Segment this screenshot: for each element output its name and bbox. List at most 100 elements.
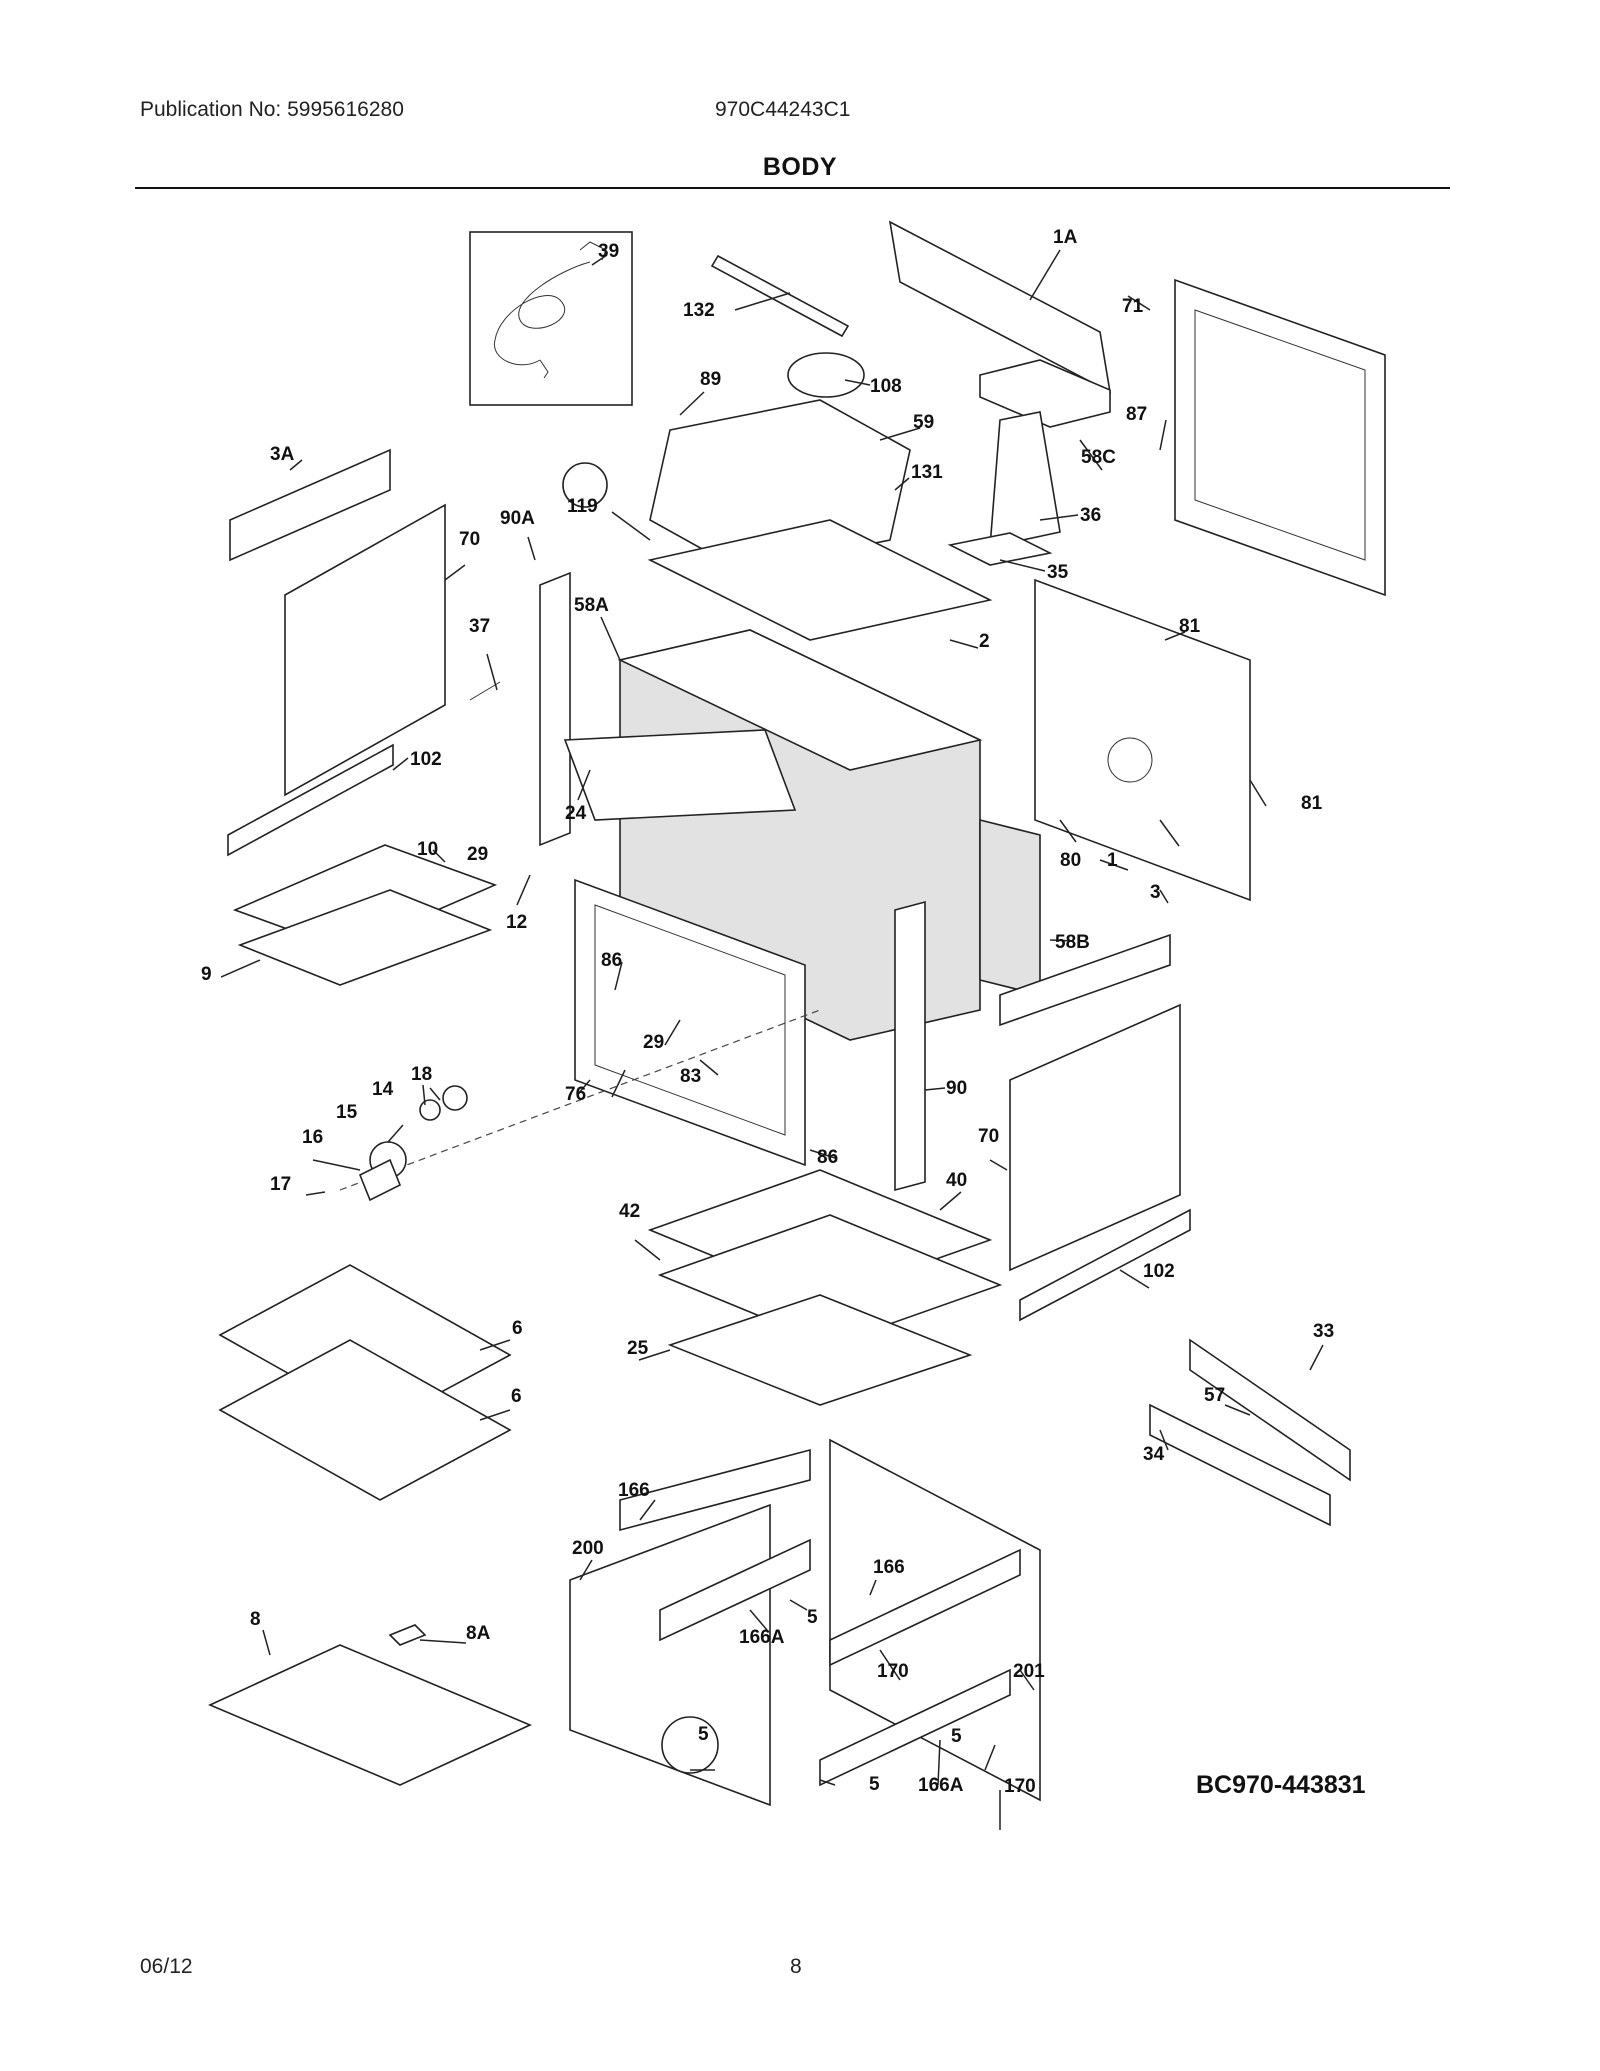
part-90-strip xyxy=(894,900,926,1192)
label-18: 18 xyxy=(411,1064,432,1085)
part-166A-rail xyxy=(659,1538,811,1642)
label-83: 83 xyxy=(680,1066,701,1087)
label-24: 24 xyxy=(565,803,587,824)
part-1-back-panel xyxy=(1034,578,1251,902)
label-81-upper: 81 xyxy=(1179,616,1201,637)
diagram-reference-code: BC970-443831 xyxy=(1196,1771,1366,1799)
label-170-lower: 170 xyxy=(1004,1776,1036,1797)
part-119-thermostat xyxy=(562,462,608,508)
label-1A: 1A xyxy=(1053,227,1078,248)
label-15: 15 xyxy=(336,1102,358,1123)
label-29-upper: 29 xyxy=(467,844,488,865)
page-title: BODY xyxy=(762,153,838,181)
part-33-bracket xyxy=(1189,1338,1351,1482)
footer-date: 06/12 xyxy=(140,1955,193,1978)
label-70-lower-right: 70 xyxy=(978,1126,999,1147)
footer-page-number: 8 xyxy=(790,1955,802,1978)
inset-box xyxy=(469,231,633,406)
label-166A-upper: 166A xyxy=(739,1627,785,1648)
part-6-rack-lower xyxy=(218,1339,512,1501)
label-80: 80 xyxy=(1060,850,1081,871)
label-2: 2 xyxy=(979,631,990,652)
part-3A-side-trim xyxy=(229,448,391,562)
part-34-strip xyxy=(1149,1403,1331,1527)
label-17: 17 xyxy=(270,1174,291,1195)
label-102-right: 102 xyxy=(1143,1261,1175,1282)
label-5-upper: 5 xyxy=(807,1607,818,1628)
power-cord-illustration xyxy=(494,241,607,366)
label-166-lower: 166 xyxy=(873,1557,905,1578)
label-200: 200 xyxy=(572,1538,604,1559)
label-8A: 8A xyxy=(466,1623,491,1644)
part-9-broiler-pan xyxy=(237,889,493,986)
label-37: 37 xyxy=(469,616,490,637)
label-25: 25 xyxy=(627,1338,649,1359)
label-102-left: 102 xyxy=(410,749,442,770)
label-42: 42 xyxy=(619,1201,640,1222)
part-16-lens xyxy=(358,1158,402,1202)
part-166-rail-upper xyxy=(619,1448,811,1532)
part-102-trim-right xyxy=(1019,1208,1191,1322)
label-9: 9 xyxy=(201,964,212,985)
part-71-back-panel xyxy=(1174,278,1386,597)
label-3: 3 xyxy=(1150,882,1161,903)
part-25-oven-bottom xyxy=(667,1294,973,1406)
label-58A: 58A xyxy=(574,595,609,616)
label-86-upper: 86 xyxy=(601,950,622,971)
label-90A: 90A xyxy=(500,508,535,529)
part-35-gasket xyxy=(947,532,1053,566)
label-40: 40 xyxy=(946,1170,967,1191)
label-34: 34 xyxy=(1143,1444,1165,1465)
label-12: 12 xyxy=(506,912,527,933)
label-71: 71 xyxy=(1122,296,1144,317)
label-14: 14 xyxy=(372,1079,394,1100)
label-36: 36 xyxy=(1080,505,1101,526)
part-18-socket xyxy=(442,1085,468,1111)
label-6-lower: 6 xyxy=(511,1386,522,1407)
part-200-front-frame xyxy=(569,1503,771,1807)
label-119: 119 xyxy=(567,496,598,517)
label-35: 35 xyxy=(1047,562,1069,583)
publication-number: Publication No: 5995616280 xyxy=(140,98,404,121)
label-201: 201 xyxy=(1013,1661,1045,1682)
part-58B-insulation xyxy=(979,818,1041,997)
part-36-duct xyxy=(989,411,1061,549)
part-166A-rail-lower xyxy=(819,1668,1011,1787)
label-5-right: 5 xyxy=(951,1726,962,1747)
label-108: 108 xyxy=(870,376,902,397)
part-166-rail-lower xyxy=(829,1548,1021,1667)
label-5-bottom: 5 xyxy=(869,1774,880,1795)
part-83-gasket xyxy=(594,904,786,1136)
label-29-lower: 29 xyxy=(643,1032,664,1053)
label-5-circle: 5 xyxy=(698,1724,709,1745)
label-76: 76 xyxy=(565,1084,586,1105)
label-87: 87 xyxy=(1126,404,1147,425)
label-59: 59 xyxy=(913,412,934,433)
label-86-lower: 86 xyxy=(817,1147,838,1168)
part-201-frame xyxy=(829,1438,1041,1802)
part-70-side-panel xyxy=(284,503,446,797)
label-3A: 3A xyxy=(270,444,295,465)
label-166-upper: 166 xyxy=(618,1480,650,1501)
part-76-front-frame xyxy=(574,878,806,1167)
label-58C: 58C xyxy=(1081,447,1116,468)
label-57: 57 xyxy=(1204,1385,1225,1406)
label-33: 33 xyxy=(1313,1321,1334,1342)
label-58B: 58B xyxy=(1055,932,1090,953)
part-2-top-panel xyxy=(647,519,993,641)
part-90A-strip xyxy=(539,571,571,847)
leader-lines xyxy=(220,249,1324,1830)
part-108-fan xyxy=(787,352,865,398)
part-5-leveler xyxy=(661,1716,719,1774)
part-8A-bracket xyxy=(388,1624,427,1646)
label-90: 90 xyxy=(946,1078,967,1099)
label-131: 131 xyxy=(911,462,943,483)
model-number: 970C44243C1 xyxy=(715,98,851,121)
label-132: 132 xyxy=(683,300,715,321)
label-70-upper-left: 70 xyxy=(459,529,480,550)
part-24-front-frame xyxy=(563,729,797,821)
label-16: 16 xyxy=(302,1127,323,1148)
part-70-side-panel-right xyxy=(1009,1003,1181,1272)
label-1: 1 xyxy=(1107,850,1118,871)
